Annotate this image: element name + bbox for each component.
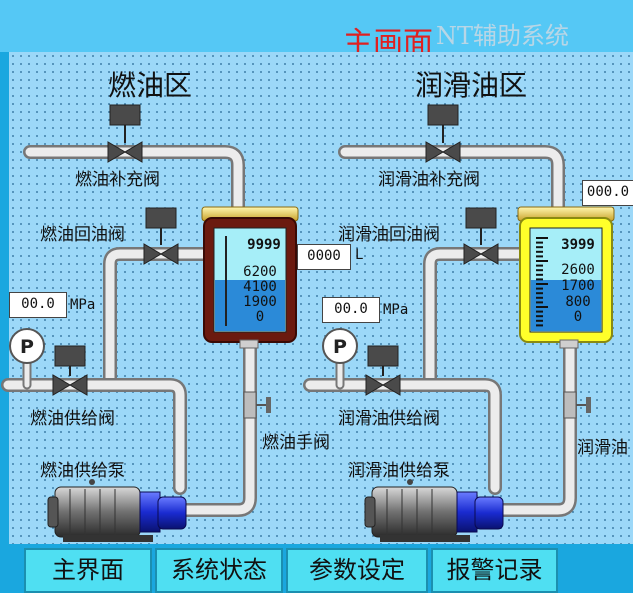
lube-refill-valve-icon[interactable]	[425, 104, 461, 163]
fuel-gauge-letter: P	[20, 336, 34, 358]
fuel-pressure-readout[interactable]: 00.0	[9, 292, 67, 318]
fuel-hand-valve-label: 燃油手阀	[262, 433, 330, 453]
fuel-pipes	[1, 145, 257, 517]
lube-refill-valve-label: 润滑油补充阀	[378, 170, 480, 190]
lube-supply-valve-icon[interactable]	[365, 345, 401, 396]
lube-scale-2: 1700	[561, 278, 595, 294]
fuel-refill-valve-label: 燃油补充阀	[75, 170, 160, 190]
fuel-pump-label: 燃油供给泵	[40, 461, 125, 481]
lube-scale-4: 0	[574, 309, 582, 325]
fuel-pump-icon[interactable]	[47, 479, 187, 542]
lube-pump-label: 润滑油供给泵	[348, 461, 450, 481]
fuel-zone-title: 燃油区	[108, 69, 193, 102]
system-title: NT辅助系统	[436, 22, 570, 50]
lube-level-readout[interactable]: 000.0	[582, 180, 633, 206]
lube-scale-0: 3999	[561, 237, 595, 253]
lube-pressure-readout[interactable]: 00.0	[322, 297, 380, 323]
fuel-refill-valve-icon[interactable]	[107, 104, 143, 163]
lube-pressure-unit: MPa	[383, 302, 409, 318]
fuel-tank: 9999 6200 4100 1900 0	[201, 206, 299, 349]
nav-alarms-button[interactable]: 报警记录	[431, 548, 558, 593]
nav-main-button[interactable]: 主界面	[24, 548, 152, 593]
fuel-level-readout[interactable]: 0000	[297, 244, 351, 270]
fuel-pressure-unit: MPa	[70, 297, 96, 313]
lube-scale-3: 800	[565, 294, 590, 310]
fuel-scale-1: 6200	[243, 264, 277, 280]
fuel-scale-2: 4100	[243, 279, 277, 295]
lube-pressure-gauge-icon: P	[322, 328, 358, 364]
lube-return-valve-label: 润滑油回油阀	[338, 225, 440, 245]
lube-return-valve-icon[interactable]	[463, 207, 499, 265]
nav-status-button[interactable]: 系统状态	[155, 548, 283, 593]
lube-pump-icon[interactable]	[364, 479, 504, 542]
fuel-supply-valve-label: 燃油供给阀	[30, 409, 115, 429]
fuel-hand-valve-icon[interactable]	[243, 391, 271, 419]
lube-scale-1: 2600	[561, 262, 595, 278]
lube-tank: 3999 2600 1700 800 0	[517, 206, 615, 349]
nav-params-button[interactable]: 参数设定	[286, 548, 428, 593]
lube-hand-valve-label: 润滑油	[577, 438, 628, 458]
lube-gauge-letter: P	[333, 336, 347, 358]
fuel-scale-3: 1900	[243, 294, 277, 310]
fuel-scale-4: 0	[256, 309, 264, 325]
lube-pipes	[303, 145, 577, 517]
lube-scale-ticks	[536, 237, 548, 327]
fuel-return-valve-label: 燃油回油阀	[40, 225, 125, 245]
fuel-level-unit: L	[355, 247, 364, 263]
fuel-scale-0: 9999	[247, 237, 281, 253]
fuel-pressure-gauge-icon: P	[9, 328, 45, 364]
lube-hand-valve-icon[interactable]	[563, 391, 591, 419]
header-bar: NT辅助系统 主画面	[0, 0, 633, 61]
lube-zone-title: 润滑油区	[415, 69, 528, 102]
fuel-supply-valve-icon[interactable]	[52, 345, 88, 396]
lube-supply-valve-label: 润滑油供给阀	[338, 409, 440, 429]
fuel-return-valve-icon[interactable]	[143, 207, 179, 265]
